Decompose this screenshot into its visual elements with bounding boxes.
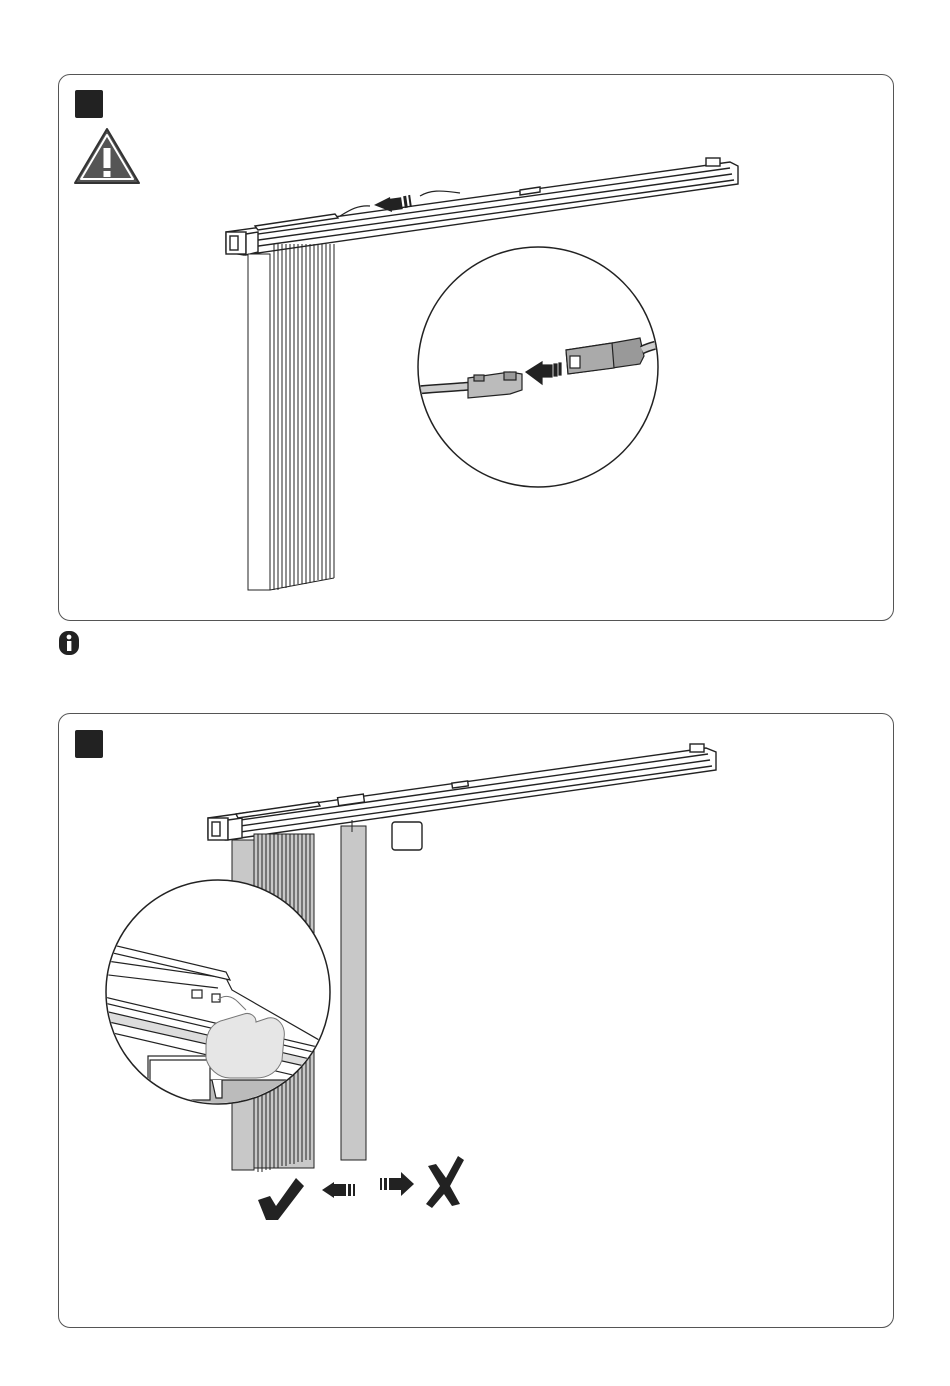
headrail-2 xyxy=(208,744,716,840)
correct-direction-arrow xyxy=(322,1182,355,1198)
callout-marker xyxy=(392,822,422,850)
cross-icon xyxy=(426,1156,464,1208)
wrong-direction-arrow xyxy=(380,1172,414,1196)
check-icon xyxy=(258,1178,304,1220)
